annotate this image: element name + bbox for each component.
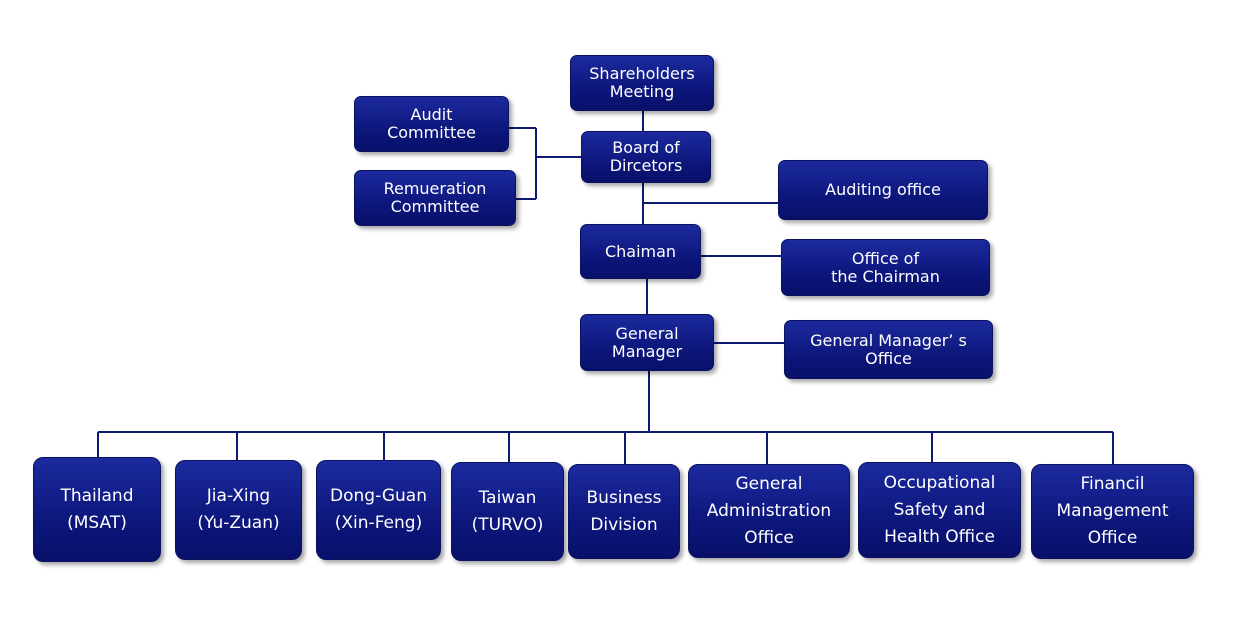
node-text: Committee [390, 197, 480, 216]
node-text: the Chairman [831, 266, 940, 286]
node-text: Financil [1080, 474, 1145, 494]
node-general-manager: General Manager [580, 314, 714, 371]
node-thailand: Thailand (MSAT) [33, 457, 161, 562]
node-text: Business [586, 487, 662, 508]
node-occupational-safety-health-office: Occupational Safety and Health Office [858, 462, 1021, 558]
node-audit-committee: Audit Committee [354, 96, 509, 152]
node-office-of-the-chairman: Office of the Chairman [781, 239, 990, 296]
node-shareholders-meeting: Shareholders Meeting [570, 55, 714, 111]
node-remuneration-committee: Remueration Committee [354, 170, 516, 226]
node-text: General [615, 323, 679, 343]
node-text: Safety and [893, 499, 986, 520]
node-text: Remueration [383, 179, 487, 198]
node-text: Administration [706, 500, 832, 521]
node-text: (TURVO) [471, 514, 544, 535]
node-taiwan: Taiwan (TURVO) [451, 462, 564, 561]
node-auditing-office: Auditing office [778, 160, 988, 220]
node-text: Thailand [60, 485, 134, 506]
node-text: (MSAT) [67, 512, 127, 533]
node-text: (Yu-Zuan) [197, 513, 280, 533]
node-text: General [735, 473, 803, 494]
node-text: Board of [612, 138, 680, 157]
node-text: Dong-Guan [330, 486, 427, 506]
node-text: General Manager’ s [810, 330, 967, 350]
node-text: Office [865, 348, 912, 368]
node-chairman: Chaiman [580, 224, 701, 279]
node-text: Office of [851, 248, 920, 268]
node-text: Dircetors [609, 156, 683, 175]
node-text: Jia-Xing [206, 486, 271, 506]
node-text: Office [1087, 528, 1138, 548]
node-general-managers-office: General Manager’ s Office [784, 320, 993, 379]
node-text: Chaiman [604, 241, 677, 261]
node-financial-management-office: Financil Management Office [1031, 464, 1194, 559]
node-text: Division [590, 514, 658, 535]
node-board-of-directors: Board of Dircetors [581, 131, 711, 183]
node-text: Shareholders [589, 64, 695, 83]
node-text: Auditing office [825, 180, 941, 199]
node-text: (Xin-Feng) [334, 513, 423, 533]
node-dong-guan: Dong-Guan (Xin-Feng) [316, 460, 441, 560]
node-text: Meeting [609, 82, 675, 101]
node-text: Committee [387, 123, 476, 142]
node-text: Manager [611, 341, 683, 361]
node-text: Health Office [884, 526, 995, 547]
node-general-administration-office: General Administration Office [688, 464, 850, 558]
node-business-division: Business Division [568, 464, 680, 559]
node-text: Management [1056, 501, 1169, 521]
node-text: Office [744, 527, 794, 548]
node-text: Taiwan [478, 487, 537, 508]
node-jia-xing: Jia-Xing (Yu-Zuan) [175, 460, 302, 560]
node-text: Audit [410, 105, 453, 124]
node-text: Occupational [883, 472, 996, 493]
